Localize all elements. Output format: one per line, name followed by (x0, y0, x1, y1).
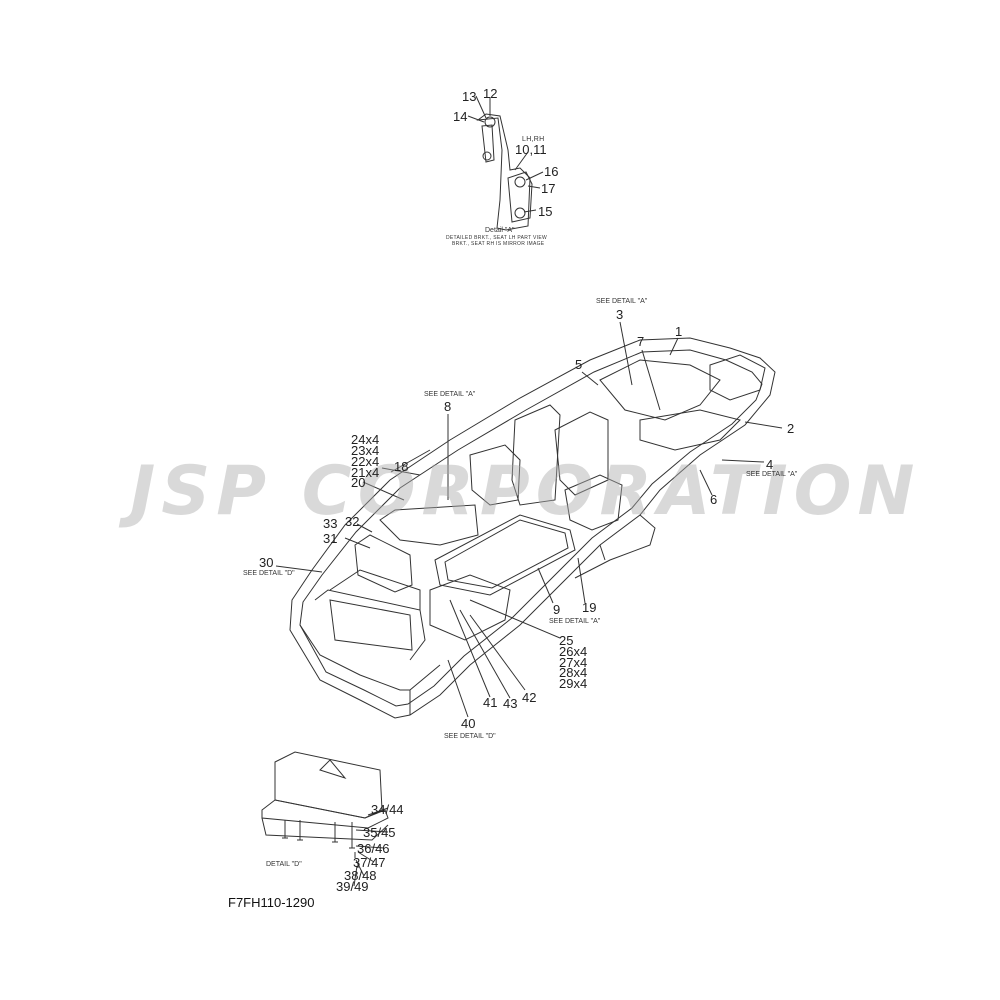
detail-a-note-1: DETAILED BRKT., SEAT LH PART VIEW (446, 235, 548, 241)
callout-30: 30 (259, 555, 274, 570)
callout-6: 6 (710, 492, 718, 507)
callout-12: 12 (483, 86, 498, 101)
callout-36-46: 36/46 (357, 841, 390, 856)
callout-1: 1 (675, 324, 683, 339)
see-detail-a-top: SEE DETAIL "A" (596, 298, 648, 305)
callout-21: 21x4 (351, 465, 380, 480)
callout-41: 41 (483, 695, 498, 710)
callout-8: 8 (444, 399, 452, 414)
callout-26: 26x4 (559, 644, 588, 659)
callout-20: 20 (351, 475, 366, 490)
watermark-text: JSP CORPORATION (130, 452, 921, 531)
callout-7: 7 (637, 334, 645, 349)
callout-28: 28x4 (559, 665, 588, 680)
callout-43: 43 (503, 696, 518, 711)
callout-16: 16 (544, 164, 559, 179)
callout-27: 27x4 (559, 655, 588, 670)
see-detail-a-bottom: SEE DETAIL "A" (549, 618, 601, 625)
callout-10-11: 10,11 (515, 142, 547, 157)
callout-25: 25 (559, 633, 574, 648)
lh-rh-label: LH,RH (522, 136, 545, 143)
part-number: F7FH110-1290 (228, 895, 315, 910)
callout-9: 9 (553, 602, 561, 617)
callout-24: 24x4 (351, 432, 380, 447)
see-detail-d-left: SEE DETAIL "D" (243, 570, 295, 577)
callout-19: 19 (582, 600, 597, 615)
callout-13: 13 (462, 89, 477, 104)
callout-34-44: 34/44 (371, 802, 404, 817)
callout-35-45: 35/45 (363, 825, 396, 840)
callout-14: 14 (453, 109, 468, 124)
detail-a-note-2: BRKT., SEAT RH IS MIRROR IMAGE (452, 241, 545, 247)
detail-a-title: Detail "A" (485, 227, 515, 234)
callout-5: 5 (575, 357, 583, 372)
seat-bracket-detail-a (467, 95, 544, 231)
callout-38-48: 38/48 (344, 868, 377, 883)
callout-32: 32 (345, 514, 360, 529)
callout-17: 17 (541, 181, 556, 196)
callout-2: 2 (787, 421, 795, 436)
callout-40: 40 (461, 716, 476, 731)
detail-d-title: DETAIL "D" (266, 861, 302, 868)
see-detail-a-right: SEE DETAIL "A" (746, 471, 798, 478)
callout-18: 18 (394, 459, 409, 474)
detail-d-drawing (261, 751, 389, 887)
see-detail-a-seat: SEE DETAIL "A" (424, 391, 476, 398)
callout-39-49: 39/49 (336, 879, 369, 894)
callout-31: 31 (323, 531, 338, 546)
callout-15: 15 (538, 204, 553, 219)
callout-23: 23x4 (351, 443, 380, 458)
callout-leader-lines (275, 321, 783, 718)
boat-hull-outline (289, 337, 776, 719)
see-detail-d-bottom: SEE DETAIL "D" (444, 733, 496, 740)
callout-29: 29x4 (559, 676, 588, 691)
callout-42: 42 (522, 690, 537, 705)
callout-33: 33 (323, 516, 338, 531)
callout-3: 3 (616, 307, 624, 322)
callout-22: 22x4 (351, 454, 380, 469)
callout-37-47: 37/47 (353, 855, 386, 870)
callout-4: 4 (766, 457, 774, 472)
